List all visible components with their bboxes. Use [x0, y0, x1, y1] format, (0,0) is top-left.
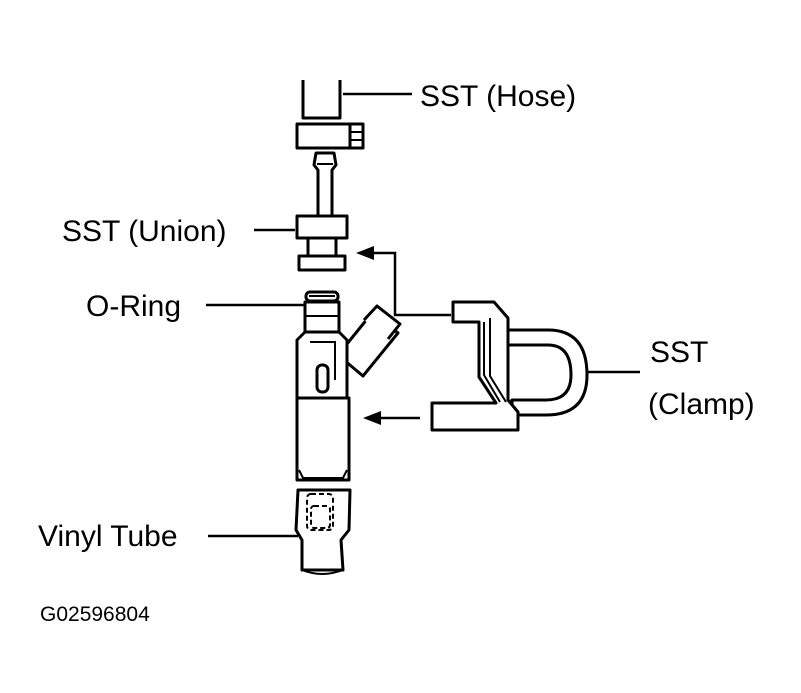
arrow-to-union [356, 246, 451, 317]
label-sst-union: SST (Union) [62, 215, 227, 248]
label-sst-hose: SST (Hose) [420, 80, 576, 113]
vinyl-tube [294, 488, 352, 575]
arrow-to-injector [363, 411, 420, 425]
label-o-ring: O-Ring [86, 290, 181, 323]
label-vinyl-tube: Vinyl Tube [38, 520, 178, 553]
o-ring [304, 290, 340, 303]
injector-body [295, 300, 402, 482]
hose-clip [295, 122, 365, 150]
figure-code: G02596804 [40, 603, 150, 626]
label-sst-clamp-line2: (Clamp) [648, 388, 755, 421]
label-sst-clamp-line1: SST [650, 336, 708, 369]
sst-clamp [430, 300, 589, 432]
union-stem [312, 151, 338, 218]
sst-hose [301, 80, 342, 120]
sst-union [295, 214, 349, 272]
